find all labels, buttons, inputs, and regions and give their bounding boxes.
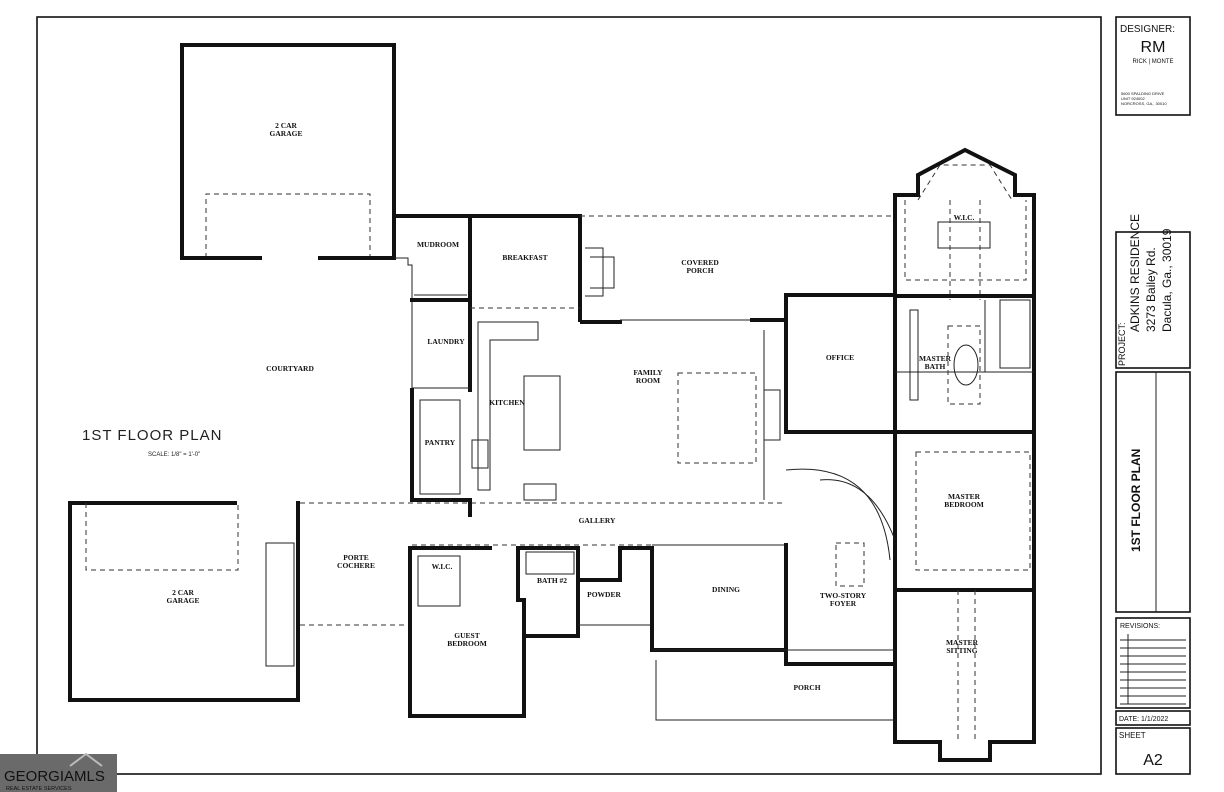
garage-left-label-1: 2 CAR: [172, 588, 194, 597]
office-label: OFFICE: [826, 353, 854, 362]
revisions-box: [1115, 617, 1191, 709]
garage-left-label-2: GARAGE: [167, 596, 200, 605]
master-sitting-label-2: SITTING: [946, 646, 977, 655]
covered-porch-label-1: COVERED: [681, 258, 719, 267]
project-box: [1115, 231, 1191, 369]
mudroom-label: MUDROOM: [417, 240, 459, 249]
wic-guest-label: W.I.C.: [432, 562, 453, 571]
sheet-number: A2: [1143, 752, 1163, 769]
porte-cochere-label-2: COCHERE: [337, 561, 375, 570]
master-bath-label-2: BATH: [925, 362, 946, 371]
sheet-title: 1ST FLOOR PLAN: [1129, 449, 1143, 552]
courtyard-label: COURTYARD: [266, 364, 314, 373]
sheet-number-box: [1115, 727, 1191, 775]
wic-master-label: W.I.C.: [954, 213, 975, 222]
master-bath-label-1: MASTER: [919, 354, 952, 363]
foyer-label-1: TWO-STORY: [820, 591, 867, 600]
designer-firm: RICK | MONTE: [1133, 59, 1174, 65]
dining-label: DINING: [712, 585, 740, 594]
master-bedroom-label-1: MASTER: [948, 492, 981, 501]
address-line-1: 5600 SPALDING DRIVE: [1121, 91, 1165, 96]
breakfast-label: BREAKFAST: [502, 253, 547, 262]
sheet-title-box: [1115, 371, 1191, 613]
drawing-border: [36, 16, 1102, 775]
porch-label: PORCH: [793, 683, 820, 692]
designer-label: DESIGNER:: [1120, 24, 1175, 35]
family-room-label-1: FAMILY: [633, 368, 663, 377]
garage-top-label-1: 2 CAR: [275, 121, 297, 130]
guest-bedroom-label-2: BEDROOM: [447, 639, 487, 648]
project-label: PROJECT:: [1117, 322, 1127, 366]
powder-label: POWDER: [587, 590, 621, 599]
porte-cochere-label-1: PORTE: [343, 553, 369, 562]
project-line-1: ADKINS RESIDENCE: [1128, 214, 1142, 332]
project-line-3: Dacula, Ga., 30019: [1160, 228, 1174, 332]
laundry-label: LAUNDRY: [427, 337, 465, 346]
scale-note: SCALE: 1/8" = 1'-0": [148, 452, 200, 458]
family-room-label-2: ROOM: [636, 376, 660, 385]
master-sitting-label-1: MASTER: [946, 638, 979, 647]
plan-title: 1ST FLOOR PLAN: [82, 427, 222, 444]
date-label: DATE: 1/1/2022: [1119, 716, 1168, 723]
address-line-2: UNIT 924002: [1121, 96, 1145, 101]
bath2-label: BATH #2: [537, 576, 567, 585]
gallery-label: GALLERY: [579, 516, 616, 525]
pantry-label: PANTRY: [425, 438, 456, 447]
date-box: [1115, 710, 1191, 726]
house-roof-icon: [69, 752, 103, 767]
designer-logo: RM: [1141, 39, 1166, 56]
foyer-label-2: FOYER: [830, 599, 857, 608]
revisions-grid: [1120, 634, 1186, 705]
garage-top-label-2: GARAGE: [270, 129, 303, 138]
project-line-2: 3273 Bailey Rd.: [1144, 247, 1158, 332]
watermark-tagline: REAL ESTATE SERVICES: [6, 786, 72, 792]
room-labels: 2 CAR GARAGE COURTYARD MUDROOM BREAKFAST…: [167, 121, 984, 692]
address-line-3: NORCROSS, GA., 30010: [1121, 101, 1167, 106]
covered-porch-label-2: PORCH: [686, 266, 713, 275]
guest-bedroom-label-1: GUEST: [454, 631, 479, 640]
title-block: DESIGNER: RM RICK | MONTE 5600 SPALDING …: [1115, 16, 1191, 775]
designer-box: [1115, 16, 1191, 116]
watermark-background: [0, 754, 117, 792]
revisions-label: REVISIONS:: [1120, 623, 1160, 630]
plan-walls: [68, 43, 1036, 762]
georgiamls-watermark: GEORGIAMLS REAL ESTATE SERVICES: [0, 752, 117, 792]
master-bedroom-label-2: BEDROOM: [944, 500, 984, 509]
sheet-label: SHEET: [1119, 731, 1146, 740]
watermark-brand: GEORGIAMLS: [4, 768, 105, 785]
kitchen-label: KITCHEN: [489, 398, 525, 407]
